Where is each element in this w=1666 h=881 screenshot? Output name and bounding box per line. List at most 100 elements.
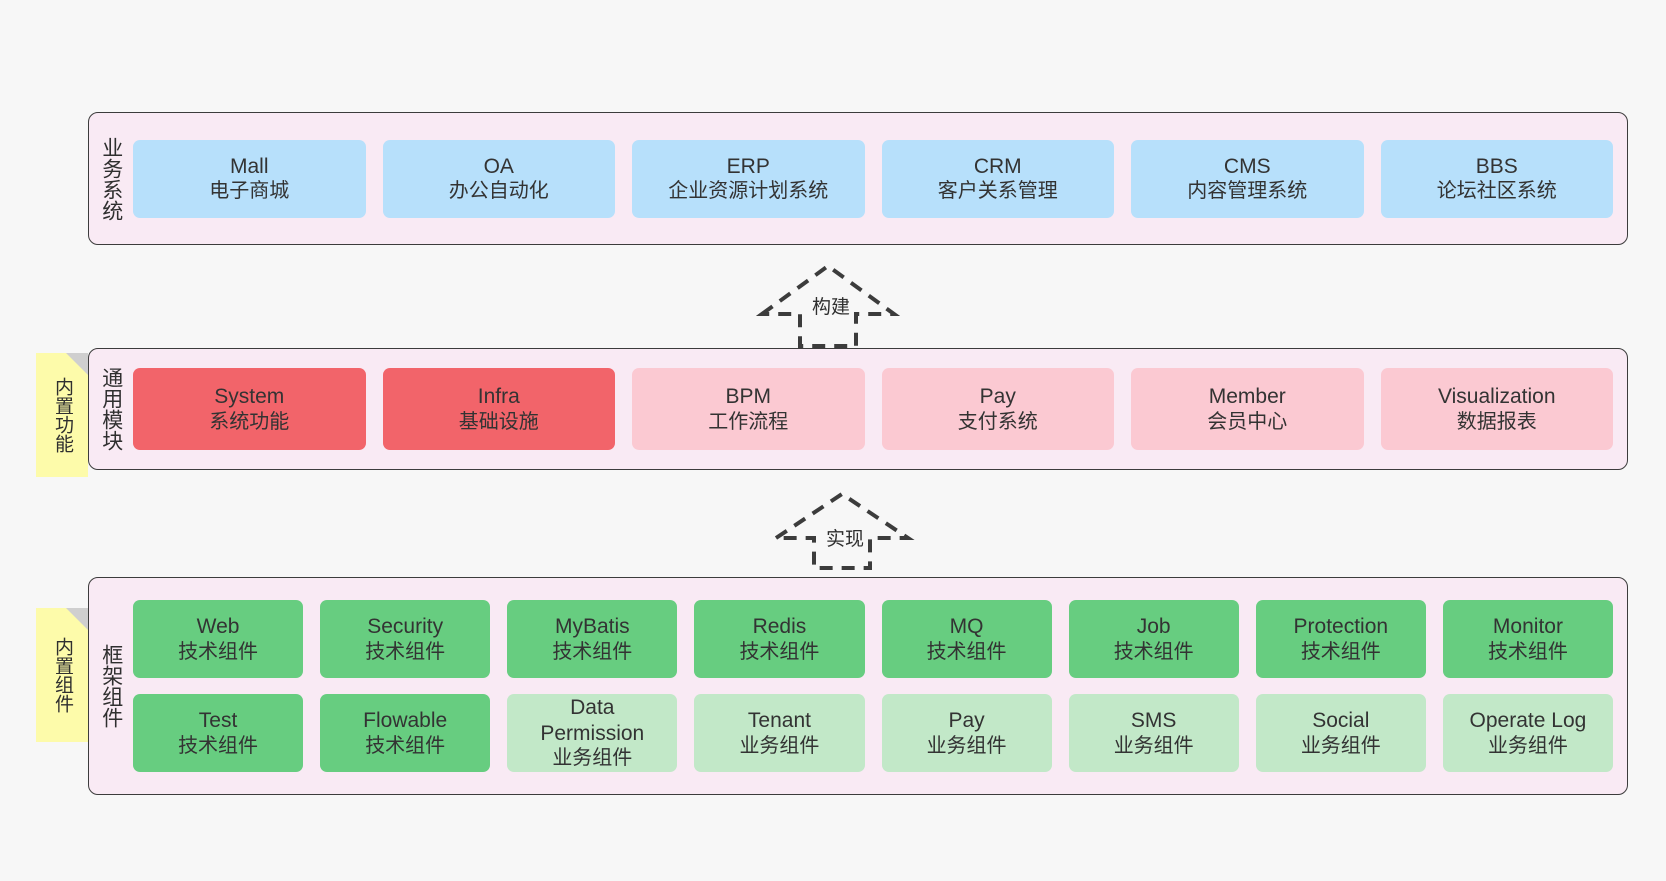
node-subtitle: 系统功能	[209, 410, 290, 433]
sticky-fold-corner-icon	[66, 353, 88, 375]
node-member[interactable]: Member 会员中心	[1131, 368, 1364, 450]
layer-caption-framework-component: 框架组件	[99, 644, 123, 728]
node-title: Operate Log	[1469, 709, 1587, 732]
node-title: Social	[1312, 709, 1370, 732]
node-title: SMS	[1130, 709, 1177, 732]
node-bbs[interactable]: BBS 论坛社区系统	[1380, 139, 1613, 218]
node-erp[interactable]: ERP 企业资源计划系统	[632, 139, 865, 218]
node-subtitle: 技术组件	[1487, 640, 1568, 663]
node-subtitle: 企业资源计划系统	[668, 180, 829, 203]
node-title: Monitor	[1492, 615, 1563, 638]
node-flowable[interactable]: Flowable 技术组件	[320, 694, 491, 772]
connector-implement-label: 实现	[826, 529, 865, 550]
node-subtitle: 技术组件	[365, 640, 446, 663]
node-subtitle: 业务组件	[1113, 734, 1194, 757]
node-title: BPM	[725, 385, 771, 408]
node-subtitle: 技术组件	[739, 640, 820, 663]
node-title: Infra	[477, 385, 520, 408]
layer-common-module: 通用模块 System 系统功能 Infra 基础设施 BPM 工作流程 Pay…	[88, 348, 1628, 470]
node-subtitle: 内容管理系统	[1187, 180, 1308, 203]
node-title: Visualization	[1437, 385, 1556, 408]
node-title: BBS	[1475, 154, 1518, 178]
node-subtitle: 技术组件	[178, 640, 259, 663]
node-test[interactable]: Test 技术组件	[133, 694, 304, 772]
node-crm[interactable]: CRM 客户关系管理	[881, 139, 1114, 218]
node-subtitle: 办公自动化	[448, 180, 549, 203]
node-monitor[interactable]: Monitor 技术组件	[1442, 600, 1613, 678]
layer-framework-component: 框架组件 Web 技术组件 Security 技术组件 MyBatis 技术组件…	[88, 577, 1628, 795]
node-infra[interactable]: Infra 基础设施	[382, 368, 615, 450]
node-protection[interactable]: Protection 技术组件	[1255, 600, 1426, 678]
node-security[interactable]: Security 技术组件	[320, 600, 491, 678]
node-title: Test	[198, 709, 238, 732]
node-pay-component[interactable]: Pay 业务组件	[881, 694, 1052, 772]
dashed-hollow-arrow-up-icon	[769, 491, 915, 570]
node-social[interactable]: Social 业务组件	[1255, 694, 1426, 772]
node-bpm[interactable]: BPM 工作流程	[632, 368, 865, 450]
node-title: Job	[1136, 615, 1171, 638]
node-row: Web 技术组件 Security 技术组件 MyBatis 技术组件 Redi…	[133, 600, 1613, 678]
node-title: CMS	[1223, 154, 1271, 178]
node-subtitle: 业务组件	[1487, 734, 1568, 757]
node-subtitle: 业务组件	[926, 734, 1007, 757]
sticky-fold-corner-icon	[66, 608, 88, 630]
node-cms[interactable]: CMS 内容管理系统	[1131, 139, 1364, 218]
node-sms[interactable]: SMS 业务组件	[1068, 694, 1239, 772]
node-subtitle: 技术组件	[1300, 640, 1381, 663]
node-title: Security	[367, 615, 444, 638]
node-tenant[interactable]: Tenant 业务组件	[694, 694, 865, 772]
node-mq[interactable]: MQ 技术组件	[881, 600, 1052, 678]
node-title: Protection	[1293, 615, 1389, 638]
connector-implement	[769, 490, 915, 570]
node-title: Flowable	[363, 709, 448, 732]
node-title: System	[214, 385, 285, 408]
layer-caption-common-module: 通用模块	[99, 367, 123, 451]
node-subtitle: 客户关系管理	[937, 180, 1058, 203]
layer-caption-business-system: 业务系统	[99, 136, 123, 221]
node-subtitle: 技术组件	[178, 734, 259, 757]
node-subtitle: 会员中心	[1207, 410, 1288, 433]
node-title: Mall	[229, 154, 269, 178]
node-subtitle: 电子商城	[209, 180, 290, 203]
node-subtitle: 数据报表	[1456, 410, 1537, 433]
node-subtitle: 业务组件	[1300, 734, 1381, 757]
node-mybatis[interactable]: MyBatis 技术组件	[507, 600, 678, 678]
layer-body-common-module: System 系统功能 Infra 基础设施 BPM 工作流程 Pay 支付系统…	[133, 349, 1627, 469]
node-data-permission[interactable]: Data Permission 业务组件	[507, 694, 678, 772]
node-pay-module[interactable]: Pay 支付系统	[881, 368, 1114, 450]
connector-build	[755, 262, 901, 348]
node-subtitle: 技术组件	[365, 734, 446, 757]
node-subtitle: 业务组件	[739, 734, 820, 757]
node-redis[interactable]: Redis 技术组件	[694, 600, 865, 678]
node-title: Redis	[752, 615, 807, 638]
sticky-note-label: 内置组件	[52, 637, 74, 713]
layer-body-business-system: Mall 电子商城 OA 办公自动化 ERP 企业资源计划系统 CRM 客户关系…	[133, 113, 1627, 244]
node-subtitle: 业务组件	[552, 747, 633, 770]
node-web[interactable]: Web 技术组件	[133, 600, 304, 678]
node-title: Web	[196, 615, 240, 638]
node-subtitle: 技术组件	[926, 640, 1007, 663]
node-job[interactable]: Job 技术组件	[1068, 600, 1239, 678]
node-title: Member	[1208, 385, 1286, 408]
node-subtitle: 基础设施	[458, 410, 539, 433]
node-subtitle: 论坛社区系统	[1436, 180, 1557, 203]
node-operate-log[interactable]: Operate Log 业务组件	[1442, 694, 1613, 772]
node-title: Pay	[979, 385, 1016, 408]
node-title: ERP	[726, 154, 770, 178]
connector-build-label: 构建	[812, 297, 851, 318]
node-subtitle: 技术组件	[552, 640, 633, 663]
node-subtitle: 支付系统	[957, 410, 1038, 433]
node-title: Tenant	[747, 709, 811, 732]
node-row: Mall 电子商城 OA 办公自动化 ERP 企业资源计划系统 CRM 客户关系…	[133, 139, 1613, 218]
sticky-note-builtin-features: 内置功能	[36, 353, 88, 477]
node-system[interactable]: System 系统功能	[133, 368, 366, 450]
node-visualization[interactable]: Visualization 数据报表	[1380, 368, 1613, 450]
node-title: OA	[483, 154, 514, 178]
sticky-note-builtin-components: 内置组件	[36, 608, 88, 742]
node-mall[interactable]: Mall 电子商城	[133, 139, 366, 218]
node-title: MyBatis	[554, 615, 630, 638]
node-oa[interactable]: OA 办公自动化	[382, 139, 615, 218]
sticky-note-label: 内置功能	[52, 377, 74, 453]
node-row: System 系统功能 Infra 基础设施 BPM 工作流程 Pay 支付系统…	[133, 368, 1613, 450]
